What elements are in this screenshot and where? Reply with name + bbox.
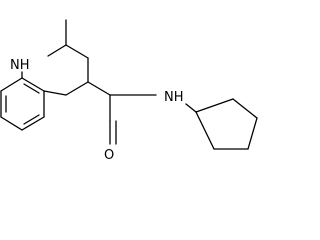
bond [195,111,215,150]
bond [65,44,89,59]
bond [21,116,45,131]
double-bond-inner [23,83,40,94]
amide-nh-label: NH [164,90,184,105]
ring-nh-label: NH [10,58,30,73]
cyclopentyl-ring [195,98,258,150]
bond [0,77,23,92]
bond [185,103,197,113]
bond [232,98,258,119]
bond [87,81,111,96]
bond [247,117,258,150]
bond [195,98,234,113]
carboxamide-group [87,81,197,145]
bond [0,116,23,131]
bond [43,90,67,96]
bond [21,77,45,92]
oxygen-label: O [104,148,114,163]
benzene-ring [0,77,45,131]
molecule-structure: NH O NH [0,19,258,163]
bond [65,81,89,96]
piperidine-ring [21,44,89,96]
bond [47,44,67,57]
double-bond-inner [23,114,40,125]
